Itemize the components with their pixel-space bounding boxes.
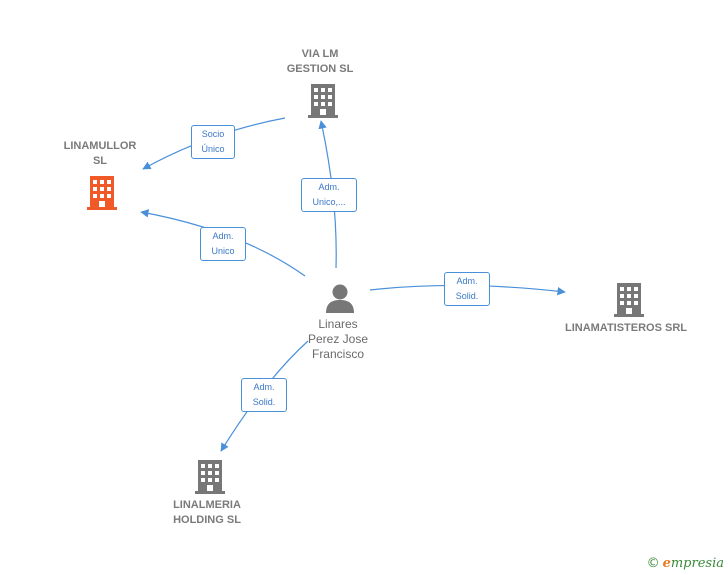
edge-label-person-to-linamullor[interactable]: Adm. Unico	[200, 227, 246, 261]
edge-label-line: Único	[201, 144, 225, 154]
edge-label-line: Adm.	[318, 182, 340, 192]
edge-label-line: Socio	[201, 129, 225, 139]
node-label-line: LINAMATISTEROS SRL	[564, 322, 687, 334]
node-label-line: LINALMERIA	[173, 499, 241, 511]
node-label-line: Francisco	[311, 347, 364, 361]
node-label-line: VIA LM	[301, 48, 339, 60]
edge-label-via-to-linamullor[interactable]: Socio Único	[191, 125, 235, 159]
node-label-linamullor[interactable]: LINAMULLOR SL	[50, 139, 150, 169]
edge-label-line: Solid.	[455, 291, 479, 301]
edge-label-person-to-linalmeria[interactable]: Adm. Solid.	[241, 378, 287, 412]
building-icon[interactable]	[614, 283, 644, 317]
person-icon[interactable]	[324, 283, 356, 313]
edge-label-line: Unico,...	[312, 197, 346, 207]
node-label-via-lm[interactable]: VIA LM GESTION SL	[270, 47, 370, 77]
node-label-line: SL	[92, 155, 108, 167]
edge-label-person-to-via[interactable]: Adm. Unico,...	[301, 178, 357, 212]
edge-label-line: Adm.	[253, 382, 275, 392]
node-label-line: LINAMULLOR	[63, 140, 137, 152]
brand-initial: e	[662, 556, 671, 571]
node-label-line: HOLDING SL	[173, 514, 241, 526]
brand-footer: ©empresia	[647, 556, 724, 571]
node-label-linalmeria[interactable]: LINALMERIA HOLDING SL	[157, 498, 257, 528]
building-icon[interactable]	[308, 84, 338, 118]
edge-label-person-to-linamatisteros[interactable]: Adm. Solid.	[444, 272, 490, 306]
building-icon[interactable]	[87, 176, 117, 210]
edge-label-line: Adm.	[212, 231, 234, 241]
edge-label-line: Solid.	[252, 397, 276, 407]
node-label-line: Perez Jose	[307, 332, 369, 346]
copyright-symbol: ©	[646, 556, 660, 571]
brand-name: mpresia	[670, 556, 724, 571]
node-label-person[interactable]: Linares Perez Jose Francisco	[288, 317, 388, 362]
node-label-linamatisteros[interactable]: LINAMATISTEROS SRL	[556, 321, 696, 336]
node-label-line: Linares	[318, 317, 358, 331]
node-label-line: GESTION SL	[286, 63, 354, 75]
edge-label-line: Adm.	[456, 276, 478, 286]
building-icon[interactable]	[195, 460, 225, 494]
edge-label-line: Unico	[211, 246, 235, 256]
